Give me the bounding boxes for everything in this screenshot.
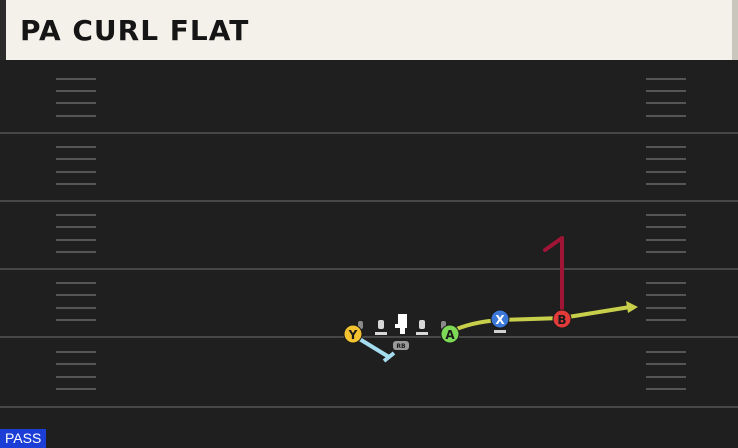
route-arrowhead (626, 301, 638, 313)
play-title: PA CURL FLAT (20, 14, 250, 47)
play-type-badge: PASS (0, 429, 47, 448)
lineman-icon (375, 320, 387, 335)
route-curl (543, 236, 564, 320)
player-b-label: B (557, 313, 566, 327)
player-rb[interactable]: RB (393, 341, 409, 350)
player-y[interactable]: Y (343, 324, 363, 344)
player-x[interactable]: X (490, 309, 510, 333)
play-field: RB Y A X B (0, 78, 738, 408)
offensive-line (358, 314, 446, 335)
center-icon (395, 314, 407, 334)
yard-lines (0, 132, 738, 408)
player-y-label: Y (348, 328, 358, 342)
hash-marks-left (56, 78, 96, 390)
route-flat (448, 305, 632, 334)
player-a-label: A (445, 328, 455, 342)
player-rb-label: RB (396, 343, 406, 350)
player-a[interactable]: A (440, 324, 460, 344)
hash-marks-right (646, 78, 686, 390)
play-title-bar: PA CURL FLAT (0, 0, 738, 60)
player-x-label: X (495, 313, 505, 327)
route-block-end (382, 351, 396, 363)
title-bar-shadow (732, 0, 738, 60)
player-b[interactable]: B (552, 309, 572, 329)
lineman-icon (416, 320, 428, 335)
